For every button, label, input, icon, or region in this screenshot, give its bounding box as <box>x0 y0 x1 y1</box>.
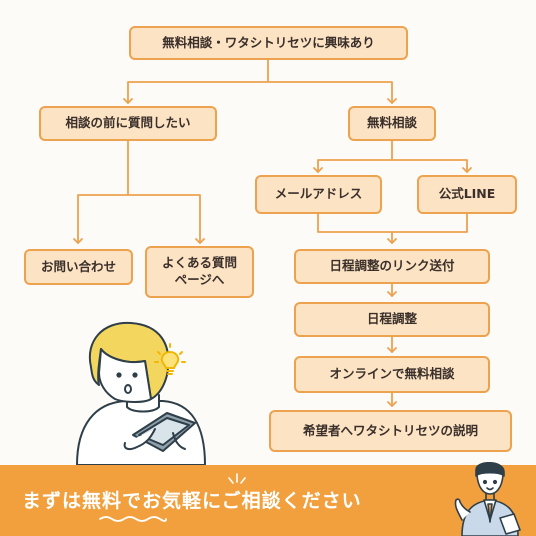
flow-step-online-label: オンラインで無料相談 <box>329 366 455 382</box>
flow-root-node: 無料相談・ワタシトリセツに興味あり <box>129 26 408 60</box>
flow-faq-node: よくある質問 ページへ <box>145 246 254 298</box>
flow-step-schedule-node: 日程調整 <box>294 302 490 337</box>
flow-root-label: 無料相談・ワタシトリセツに興味あり <box>162 34 375 50</box>
cta-banner <box>0 465 536 536</box>
flow-right-branch-label: 無料相談 <box>366 115 417 131</box>
businessman-illustration <box>454 462 521 536</box>
wavy-underline-decoration <box>99 516 167 522</box>
flow-step-explain-node: 希望者へワタシトリセツの説明 <box>269 410 512 452</box>
cta-text: まずは無料でお気軽にご相談ください <box>22 490 362 512</box>
flow-step-online-node: オンラインで無料相談 <box>294 356 490 393</box>
flow-step-schedule-label: 日程調整 <box>366 311 417 327</box>
sparkle-icon <box>228 473 246 484</box>
flow-step-link-node: 日程調整のリンク送付 <box>294 249 490 284</box>
flow-contact-node: お問い合わせ <box>24 249 133 285</box>
flow-step-link-label: 日程調整のリンク送付 <box>329 258 455 274</box>
flow-contact-label: お問い合わせ <box>40 258 116 274</box>
flow-email-node: メールアドレス <box>255 175 382 214</box>
flow-line-label: 公式LINE <box>438 186 496 202</box>
flow-email-label: メールアドレス <box>274 186 363 202</box>
woman-with-tablet-illustration <box>76 321 206 466</box>
flow-left-branch-node: 相談の前に質問したい <box>39 106 217 141</box>
flow-step-explain-label: 希望者へワタシトリセツの説明 <box>302 422 478 438</box>
flow-left-branch-label: 相談の前に質問したい <box>65 115 191 131</box>
flow-line-node: 公式LINE <box>417 175 517 214</box>
flow-right-branch-node: 無料相談 <box>348 106 436 141</box>
light-bulb-icon <box>154 343 186 375</box>
flow-faq-label: よくある質問 ページへ <box>161 255 237 287</box>
